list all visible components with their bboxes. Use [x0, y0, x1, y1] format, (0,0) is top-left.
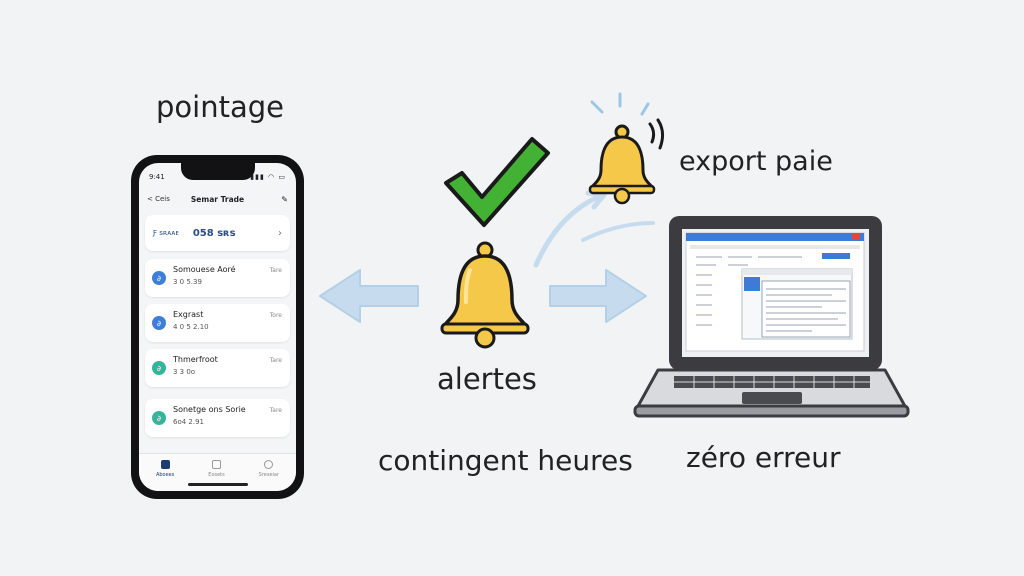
label-contingent-heures: contingent heures	[378, 444, 633, 477]
entry-icon: ∂	[152, 271, 166, 285]
list-item[interactable]: ∂ Thmerfroot 3 3 0o Tare	[145, 349, 290, 387]
home-icon	[160, 460, 170, 469]
bell-icon	[440, 241, 530, 349]
tab-label: Aboees	[155, 472, 175, 478]
tab-label: Eosets	[208, 472, 225, 478]
bell-ringing-icon	[588, 92, 665, 205]
spreadsheet-window	[685, 232, 865, 352]
home-indicator	[187, 483, 248, 486]
edit-icon[interactable]: ✎	[281, 194, 288, 204]
entry-icon: ∂	[152, 411, 166, 425]
entry-icon: ∂	[152, 361, 166, 375]
entry-tag: Tare	[269, 407, 282, 414]
list-item[interactable]: ∂ Somouese Aoré 3 0 5.39 Tare	[145, 259, 290, 297]
document-icon	[212, 460, 222, 469]
laptop-screen	[682, 229, 869, 357]
summary-card[interactable]: Ƒ ꜱʀᴀᴀᴇ 058 ꜱʀꜱ ›	[145, 215, 290, 251]
label-zero-erreur: zéro erreur	[686, 441, 841, 474]
phone-notch	[180, 163, 255, 180]
label-alertes: alertes	[437, 362, 537, 396]
entry-name: Thmerfroot	[173, 355, 218, 364]
entry-tag: Tare	[269, 267, 282, 274]
laptop-keyboard	[633, 368, 910, 418]
tab-eosets[interactable]: Eosets	[208, 460, 225, 478]
entry-icon: ∂	[152, 316, 166, 330]
check-icon	[444, 137, 550, 227]
bell-outline-icon	[264, 460, 274, 469]
status-bar: 9:41 ▮▮▮ ◠ ▭	[149, 173, 286, 183]
list-item[interactable]: ∂ Sonetge ons Sorie 6o4 2.91 Tare	[145, 399, 290, 437]
status-icons: ▮▮▮ ◠ ▭	[250, 173, 286, 181]
tab-aboees[interactable]: Aboees	[156, 460, 174, 478]
entry-time: 3 3 0o	[173, 368, 196, 376]
summary-value: 058 ꜱʀꜱ	[192, 227, 236, 239]
entry-tag: Tare	[269, 357, 282, 364]
arrow-left-icon	[319, 269, 419, 323]
status-time: 9:41	[149, 173, 165, 181]
entry-name: Sonetge ons Sorie	[173, 405, 246, 414]
entry-name: Exgrast	[173, 310, 204, 319]
app-title: Semar Trade	[190, 194, 245, 204]
phone-mockup: 9:41 ▮▮▮ ◠ ▭ < Ceis Semar Trade ✎ Ƒ ꜱʀᴀᴀ…	[131, 155, 304, 499]
laptop-lid	[669, 216, 882, 370]
app-header: < Ceis Semar Trade ✎	[147, 193, 288, 205]
label-pointage: pointage	[156, 90, 284, 124]
label-export-paie: export paie	[679, 146, 833, 177]
entry-time: 6o4 2.91	[173, 418, 205, 426]
entry-time: 3 0 5.39	[173, 278, 202, 286]
list-item[interactable]: ∂ Exgrast 4 0 5 2.10 Tore	[145, 304, 290, 342]
back-button[interactable]: < Ceis	[147, 195, 170, 203]
phone-screen: 9:41 ▮▮▮ ◠ ▭ < Ceis Semar Trade ✎ Ƒ ꜱʀᴀᴀ…	[139, 163, 296, 491]
chevron-right-icon: ›	[278, 227, 282, 239]
tab-sreseiar[interactable]: Sreseiar	[259, 460, 279, 478]
arrow-right-icon	[549, 269, 647, 323]
entry-tag: Tore	[269, 312, 282, 319]
summary-label: Ƒ ꜱʀᴀᴀᴇ	[153, 229, 179, 237]
tab-label: Sreseiar	[258, 472, 280, 478]
entry-name: Somouese Aoré	[173, 265, 236, 274]
entry-time: 4 0 5 2.10	[173, 323, 209, 331]
